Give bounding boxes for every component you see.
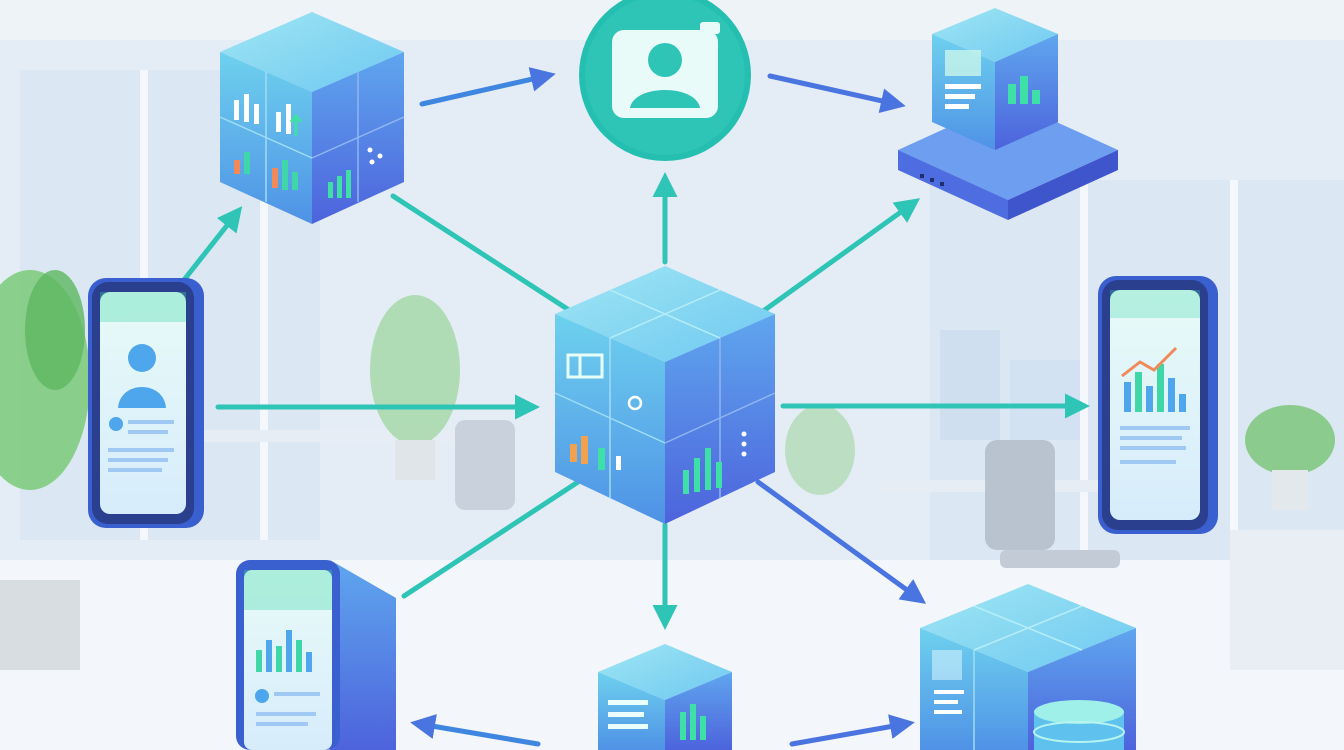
profile-badge (579, 0, 751, 161)
growth-chart-icon (1110, 290, 1200, 464)
arrow-top-cube-to-badge (419, 67, 556, 107)
right-phone (1098, 276, 1218, 534)
database-cube (920, 584, 1136, 750)
user-card-icon (100, 292, 186, 472)
bottom-left-phone (236, 560, 396, 750)
hub-cube (554, 266, 776, 524)
plant-left (0, 270, 90, 670)
arrow-badge-to-server (767, 73, 906, 113)
left-phone (88, 278, 204, 528)
user-profile-icon (612, 22, 720, 118)
database-icon (932, 650, 1125, 750)
bottom-cube (598, 644, 732, 750)
analytics-cube (219, 12, 405, 224)
list-report-icon (608, 700, 706, 740)
connection-arrows (177, 67, 1090, 747)
analytics-chart-icon (234, 94, 383, 198)
bar-chart-icon (244, 570, 332, 726)
arrow-hub-to-server (759, 198, 921, 315)
line-hub-to-bottom-left-phone (401, 479, 581, 599)
arrow-left-phone-to-top-cube (177, 206, 243, 288)
server-cube (898, 8, 1118, 220)
arrow-bottom-cube-to-database (789, 714, 915, 747)
dashboard-cube-icon (566, 353, 747, 494)
plant-right (785, 405, 1335, 510)
arrow-bottom-cube-to-bottom-left-phone (410, 714, 541, 747)
line-top-cube-to-hub (390, 193, 575, 315)
server-rack-icon (920, 50, 1040, 186)
arrow-hub-to-database (755, 479, 927, 604)
